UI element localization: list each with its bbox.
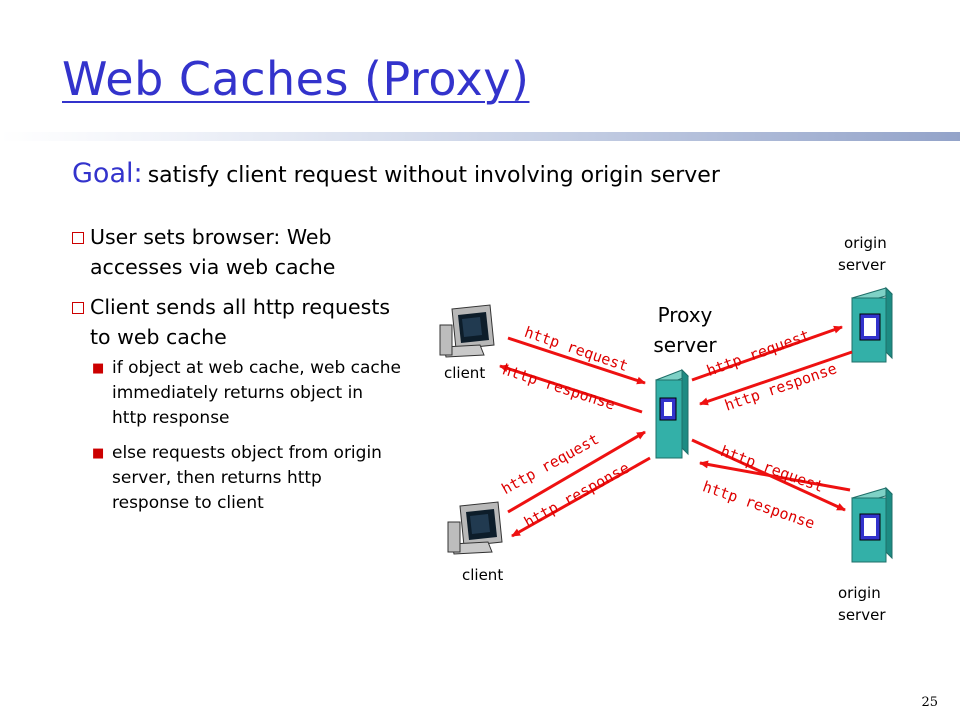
proxy-label-line1: Proxy: [657, 303, 713, 327]
sub-bullet-text: if object at web cache, web cache immedi…: [112, 358, 401, 428]
proxy-label-line2: server: [653, 333, 717, 357]
square-bullet-icon: [72, 232, 84, 244]
sub-bullet-item: ■ else requests object from origin serve…: [90, 441, 402, 516]
goal-line: Goal: satisfy client request without inv…: [72, 158, 720, 189]
origin-label-line1: origin: [838, 584, 881, 602]
client-computer-icon: [439, 304, 495, 358]
title-divider: [0, 132, 960, 141]
response-arrow: [699, 460, 851, 492]
response-arrow: [511, 456, 651, 538]
origin-server-icon: [851, 486, 893, 563]
response-arrow: [699, 350, 853, 406]
bullet-list: User sets browser: Web accesses via web …: [72, 222, 402, 526]
client-label: client: [462, 566, 504, 584]
goal-label: Goal:: [72, 158, 143, 189]
bullet-text: Client sends all http requests to web ca…: [90, 295, 391, 349]
origin-server-label: origin server: [836, 232, 916, 276]
request-arrow: [507, 430, 646, 514]
sub-bullet-list: ■ if object at web cache, web cache imme…: [90, 356, 402, 516]
sub-bullet-text: else requests object from origin server,…: [112, 443, 382, 513]
sub-bullet-icon: ■: [92, 361, 105, 376]
request-arrow: [507, 336, 646, 385]
proxy-server-icon: [655, 368, 689, 459]
slide-title: Web Caches (Proxy): [62, 52, 530, 106]
bullet-item: Client sends all http requests to web ca…: [72, 292, 402, 516]
client-computer-icon: [447, 501, 503, 555]
origin-label-line2: server: [838, 606, 886, 624]
origin-server-label: origin server: [834, 582, 914, 626]
square-bullet-icon: [72, 302, 84, 314]
sub-bullet-item: ■ if object at web cache, web cache imme…: [90, 356, 402, 431]
request-arrow: [691, 325, 843, 382]
page-number: 25: [921, 695, 938, 710]
goal-text: satisfy client request without involving…: [147, 163, 720, 188]
bullet-text: User sets browser: Web accesses via web …: [90, 225, 336, 279]
sub-bullet-icon: ■: [92, 446, 105, 461]
bullet-item: User sets browser: Web accesses via web …: [72, 222, 402, 282]
origin-label-line2: server: [838, 256, 886, 274]
origin-server-icon: [851, 286, 893, 363]
response-arrow: [499, 364, 643, 414]
origin-label-line1: origin: [844, 234, 887, 252]
proxy-server-label: Proxy server: [640, 300, 730, 360]
client-label: client: [444, 364, 486, 382]
